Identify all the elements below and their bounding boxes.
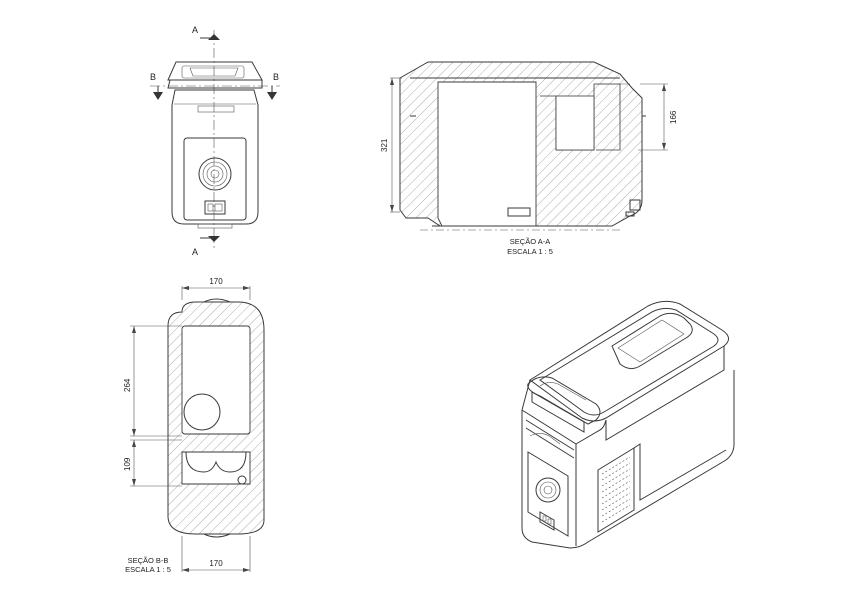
section-marker-a-top: A (192, 25, 198, 35)
section-a-a: 321 166 SEÇÃO A-A ESCALA 1 : 5 (380, 61, 678, 256)
section-b-b: 170 170 264 109 SEÇÃO B-B ESCALA 1 : 5 (123, 277, 265, 574)
section-a-scale: ESCALA 1 : 5 (507, 247, 553, 256)
isometric-view (521, 300, 735, 549)
section-marker-a-bottom: A (192, 247, 198, 257)
dimension-170-bottom: 170 (209, 559, 223, 568)
dimension-264: 264 (123, 378, 132, 392)
section-marker-b-right: B (273, 72, 279, 82)
dimension-109: 109 (123, 457, 132, 471)
dimension-170-top: 170 (209, 277, 223, 286)
dimension-166: 166 (669, 110, 678, 124)
section-a-title: SEÇÃO A-A (510, 237, 550, 246)
vent-grille (601, 456, 631, 523)
section-b-title: SEÇÃO B-B (128, 556, 169, 565)
section-marker-b-left: B (150, 72, 156, 82)
dimension-321: 321 (380, 138, 389, 152)
front-view: A A B B (150, 25, 280, 257)
section-b-scale: ESCALA 1 : 5 (125, 565, 171, 574)
